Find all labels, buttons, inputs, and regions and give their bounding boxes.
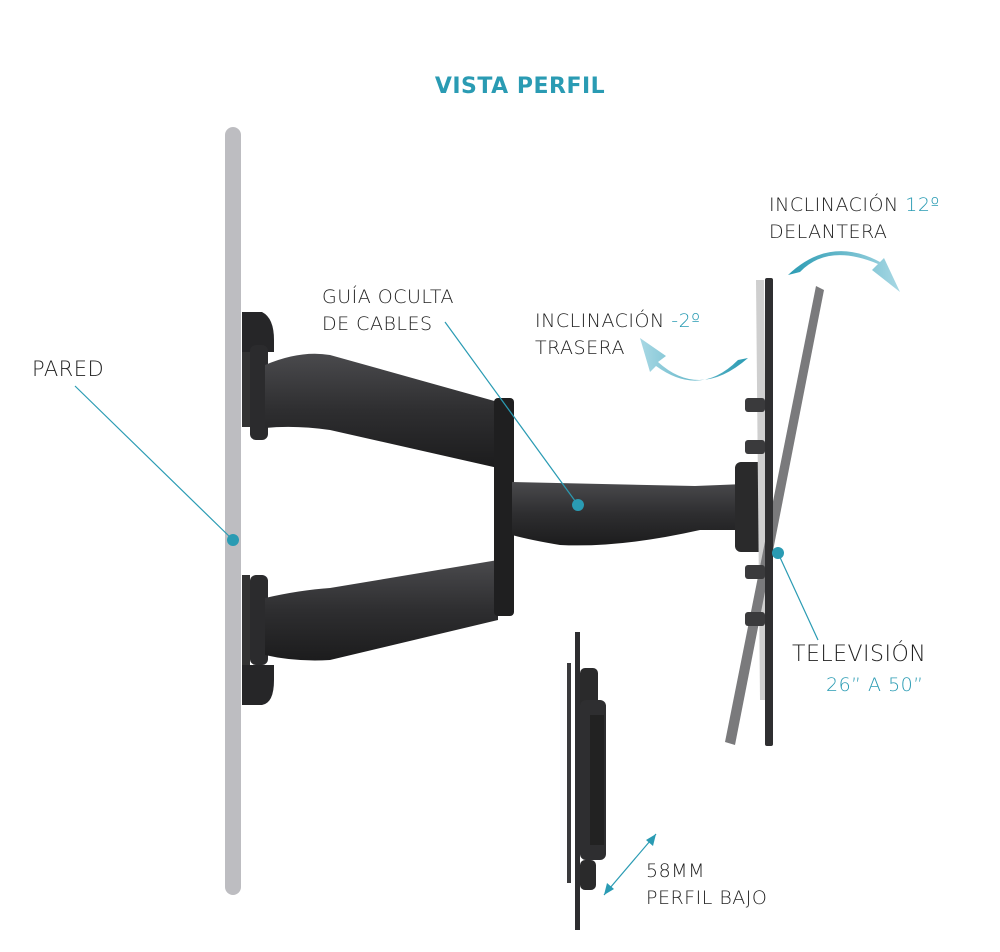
wall — [225, 127, 241, 895]
tilt-back-prefix: INCLINACIÓN — [535, 310, 665, 332]
cable-guide-leader-line — [444, 321, 579, 506]
profile-label: 58MM PERFIL BAJO — [646, 858, 767, 912]
tilt-head — [735, 462, 765, 552]
elbow-joint — [494, 398, 514, 616]
tilt-front-value: 12º — [905, 194, 940, 216]
tv-label: TELEVISIÓN — [792, 642, 927, 667]
tilt-front-line2: DELANTERA — [769, 221, 888, 243]
low-profile-mount — [567, 632, 606, 930]
tv-marker-dot — [772, 547, 784, 559]
cable-guide-marker-dot — [572, 499, 584, 511]
lower-arm — [265, 560, 498, 661]
tv-size-label: 26” A 50” — [826, 674, 924, 696]
wall-marker-dot — [227, 534, 239, 546]
tilt-back-label: INCLINACIÓN -2º TRASERA — [535, 308, 701, 362]
tilt-front-prefix: INCLINACIÓN — [769, 194, 899, 216]
wall-bracket-top — [242, 312, 274, 440]
tv-panel — [765, 278, 773, 746]
tilt-front-arrow — [788, 251, 900, 292]
tilt-back-value: -2º — [671, 310, 701, 332]
profile-line1: 58MM — [646, 860, 705, 882]
cable-guide-line1: GUÍA OCULTA — [322, 286, 454, 308]
cable-guide-line2: DE CABLES — [322, 313, 433, 335]
wall-bracket-bottom — [242, 575, 274, 705]
diagram-title: VISTA PERFIL — [434, 74, 606, 99]
wall-label: PARED — [32, 357, 105, 381]
upper-arm — [265, 353, 498, 468]
tilt-back-arrow — [640, 338, 748, 381]
center-arm — [512, 482, 745, 546]
profile-line2: PERFIL BAJO — [646, 887, 768, 909]
cable-guide-label: GUÍA OCULTA DE CABLES — [322, 284, 454, 338]
tilt-back-line2: TRASERA — [535, 337, 626, 359]
profile-arrow — [603, 833, 657, 896]
tv-leader-line — [777, 552, 819, 641]
tv-front-tilt — [725, 286, 824, 745]
tilt-front-label: INCLINACIÓN 12º DELANTERA — [769, 192, 940, 246]
wall-leader-line — [74, 385, 234, 541]
